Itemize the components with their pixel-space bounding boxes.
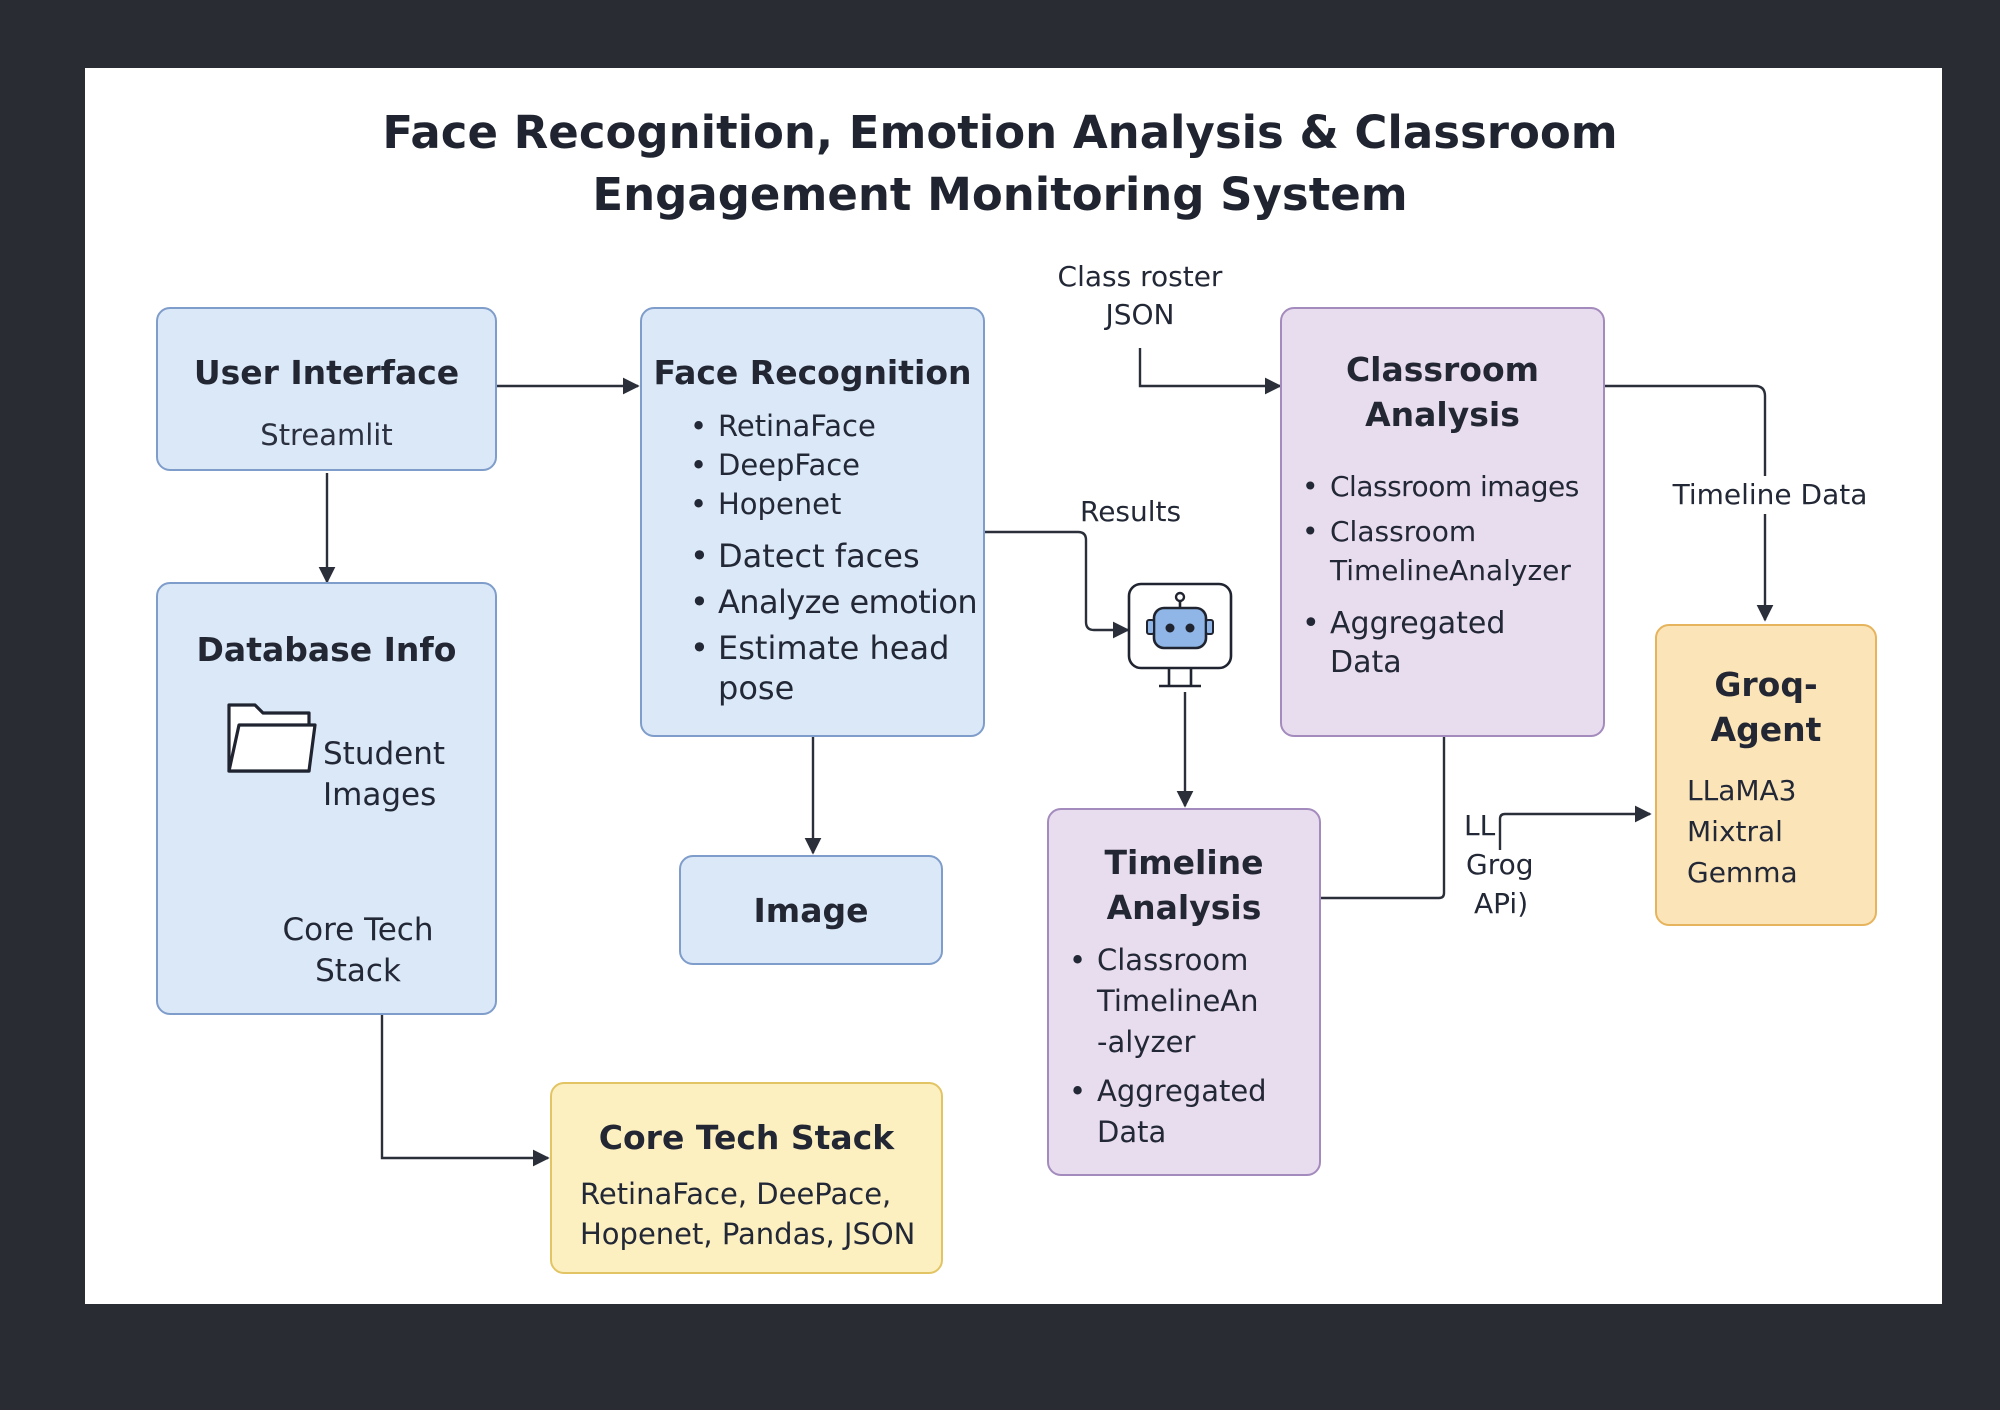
groq-agent-models: LLaMA3 Mixtral Gemma xyxy=(1687,770,1798,893)
arrow-llm-to-groq xyxy=(1498,805,1652,850)
groq-agent-title-line-1: Groq- xyxy=(1714,665,1818,704)
arrow-roster-to-classroom-analysis xyxy=(1138,348,1282,395)
core-tech-stack-title: Core Tech Stack xyxy=(598,1118,895,1157)
user-interface-title: User Interface xyxy=(193,353,460,392)
core-tech-stack-box: Core Tech Stack RetinaFace, DeePace, Hop… xyxy=(550,1082,943,1274)
list-item: Classroom images xyxy=(1302,467,1602,506)
frame-left xyxy=(0,0,85,1410)
database-info-title: Database Info xyxy=(196,630,457,669)
robot-icon xyxy=(1125,580,1237,696)
database-info-box: Database Info Student Images Core Tech S… xyxy=(156,582,497,1015)
class-roster-line-1: Class roster xyxy=(1057,260,1223,293)
image-box: Image xyxy=(679,855,943,965)
image-title: Image xyxy=(753,891,869,930)
stack-label-line-1: Core Tech xyxy=(282,912,434,948)
timeline-analysis-items: Classroom TimelineAn-alyzer Aggregated D… xyxy=(1069,940,1269,1153)
groq-agent-title-line-2: Agent xyxy=(1710,710,1822,749)
frame-top xyxy=(0,0,2000,68)
list-item: DeepFace xyxy=(690,446,980,485)
title-line-2: Engagement Monitoring System xyxy=(592,168,1408,221)
diagram-title: Face Recognition, Emotion Analysis & Cla… xyxy=(0,102,2000,226)
stack-label-line-2: Stack xyxy=(315,953,401,989)
llm-label-line-1: LL xyxy=(1464,809,1496,842)
classroom-analysis-items: Classroom images Classroom TimelineAnaly… xyxy=(1302,467,1602,682)
list-item: Classroom TimelineAnalyzer xyxy=(1302,512,1571,590)
list-item: Hopenet xyxy=(690,485,980,524)
user-interface-subtitle: Streamlit xyxy=(260,418,393,452)
timeline-analysis-box: Timeline Analysis Classroom TimelineAn-a… xyxy=(1047,808,1321,1176)
line-timeline-to-classroom xyxy=(1321,737,1446,900)
folder-label-line-2: Images xyxy=(323,777,437,813)
core-tech-line-1: RetinaFace, DeePace, xyxy=(580,1177,892,1211)
user-interface-box: User Interface Streamlit xyxy=(156,307,497,471)
face-recognition-title: Face Recognition xyxy=(653,353,972,392)
timeline-analysis-title-line-1: Timeline xyxy=(1104,843,1264,882)
timeline-analysis-title-line-2: Analysis xyxy=(1106,888,1262,927)
folder-label-line-1: Student xyxy=(323,736,446,772)
folder-icon xyxy=(225,697,317,781)
classroom-analysis-box: Classroom Analysis Classroom images Clas… xyxy=(1280,307,1605,737)
model-item: Gemma xyxy=(1687,856,1798,889)
results-label: Results xyxy=(1080,495,1182,528)
title-line-1: Face Recognition, Emotion Analysis & Cla… xyxy=(382,106,1618,159)
core-tech-line-2: Hopenet, Pandas, JSON xyxy=(580,1217,916,1251)
list-item: Classroom TimelineAn-alyzer xyxy=(1069,940,1267,1063)
arrow-results-to-robot xyxy=(985,530,1130,639)
face-recognition-tasks: Datect faces Analyze emotion Estimate he… xyxy=(690,536,980,708)
classroom-analysis-title-line-2: Analysis xyxy=(1365,395,1520,434)
frame-right xyxy=(1942,0,2000,1410)
classroom-analysis-title-line-1: Classroom xyxy=(1345,350,1540,389)
model-item: Mixtral xyxy=(1687,815,1783,848)
list-item: Aggregated Data xyxy=(1069,1071,1297,1153)
timeline-data-label: Timeline Data xyxy=(1660,476,1880,514)
list-item: Estimate head pose xyxy=(690,628,980,708)
list-item: Aggregated Data xyxy=(1302,604,1530,682)
llm-label-line-2: Grog xyxy=(1466,848,1534,881)
face-recognition-models: RetinaFace DeepFace Hopenet xyxy=(690,407,980,524)
model-item: LLaMA3 xyxy=(1687,774,1797,807)
face-recognition-box: Face Recognition RetinaFace DeepFace Hop… xyxy=(640,307,985,737)
list-item: Analyze emotion xyxy=(690,582,980,622)
groq-agent-box: Groq- Agent LLaMA3 Mixtral Gemma xyxy=(1655,624,1877,926)
list-item: RetinaFace xyxy=(690,407,980,446)
class-roster-line-2: JSON xyxy=(1105,298,1175,331)
arrow-database-to-core-tech xyxy=(380,1015,550,1167)
llm-label-line-3: APi) xyxy=(1474,887,1529,920)
arrow-classroom-to-groq xyxy=(1605,384,1774,622)
list-item: Datect faces xyxy=(690,536,980,576)
frame-bottom xyxy=(0,1304,2000,1410)
